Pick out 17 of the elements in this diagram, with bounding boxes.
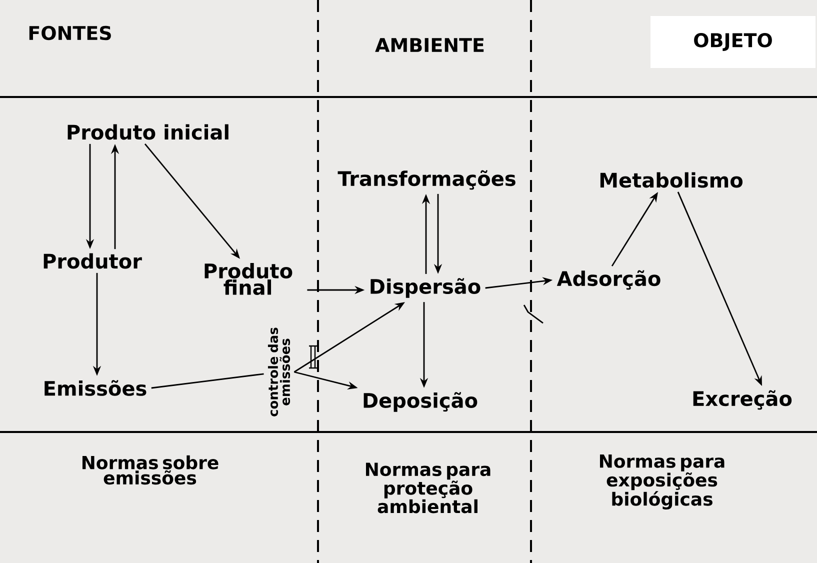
node-text: Produtor bbox=[44, 253, 142, 269]
node-text: Produto final bbox=[204, 263, 292, 295]
node-text: Deposição bbox=[364, 392, 478, 412]
node-text: Produto inicial bbox=[68, 124, 228, 140]
standards-text: Normas sobre emissões bbox=[82, 455, 218, 485]
standards-text: Normas para proteção ambiental bbox=[366, 462, 490, 514]
column-header: OBJETO bbox=[650, 16, 816, 68]
column-header: FONTES bbox=[29, 26, 111, 40]
node-text: Transformações bbox=[338, 170, 516, 190]
node-text: Adsorção bbox=[556, 270, 660, 290]
node-text: Excreção bbox=[693, 390, 792, 410]
standards-text: Normas para exposições biológicas bbox=[600, 454, 724, 510]
column-header: AMBIENTE bbox=[375, 38, 484, 52]
node-text: Dispersão bbox=[370, 278, 480, 298]
node-text: Emissões bbox=[44, 380, 146, 396]
rotated-text: controle das emissões bbox=[268, 328, 290, 416]
node-text: Metabolismo bbox=[600, 172, 743, 188]
